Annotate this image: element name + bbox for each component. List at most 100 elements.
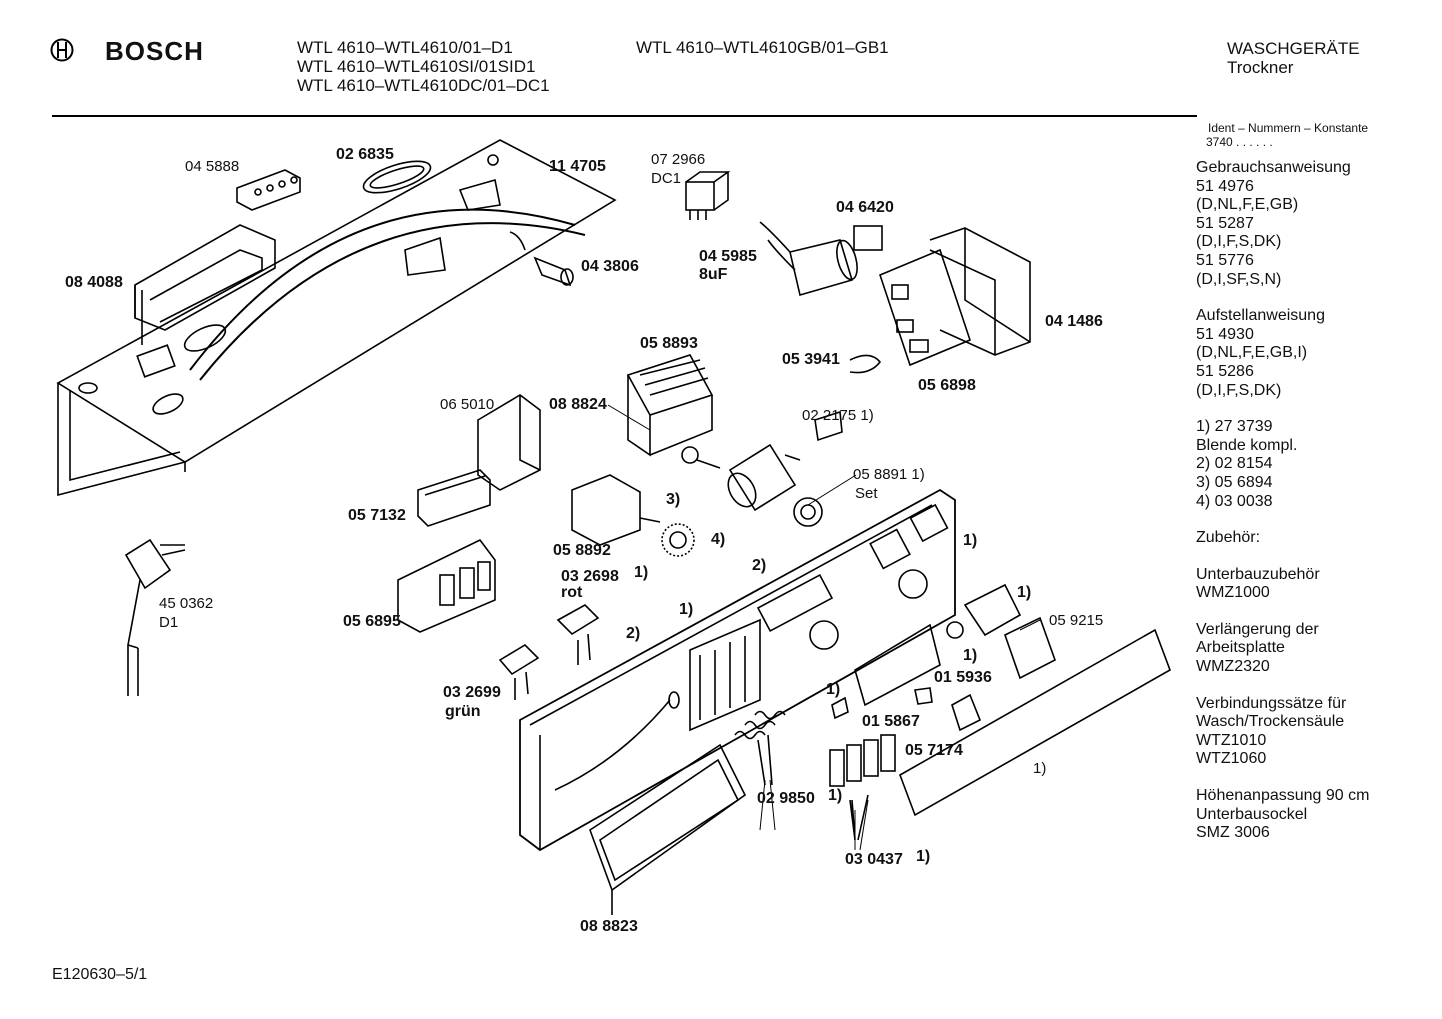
label-043806: 04 3806	[581, 258, 639, 275]
springs-029850	[734, 710, 786, 786]
label-058892: 05 8892	[553, 542, 611, 559]
label-8uf: 8uF	[699, 266, 728, 283]
label-056895: 05 6895	[343, 613, 401, 630]
gasket-026835	[362, 160, 432, 194]
sidebar: Ident – Nummern – Konstante 3740 . . . .…	[1196, 121, 1369, 861]
label-015936: 01 5936	[934, 669, 992, 686]
block-line: 51 5287	[1196, 214, 1254, 232]
label-065010: 06 5010	[440, 396, 495, 413]
zubehoer-title: Zubehör:	[1196, 529, 1261, 547]
block-line: WMZ2320	[1196, 658, 1270, 676]
relay-032699	[498, 643, 540, 700]
note-1-d: 1)	[963, 647, 978, 664]
note-2a: 2)	[752, 557, 767, 574]
block-line: Arbeitsplatte	[1196, 639, 1285, 657]
label-032699: 03 2699	[443, 684, 501, 701]
block-line: (D,I,F,S,DK)	[1196, 233, 1282, 251]
note-1-h: 1)	[916, 848, 931, 865]
label-045985: 04 5985	[699, 248, 757, 265]
brand-name: BOSCH	[105, 36, 204, 66]
block-line: (D,I,SF,S,N)	[1196, 270, 1282, 288]
block-line: WTZ1010	[1196, 731, 1267, 749]
block-line: WMZ1000	[1196, 584, 1270, 602]
model-line-middle: WTL 4610–WTL4610GB/01–GB1	[636, 38, 889, 57]
header-divider	[52, 115, 1197, 117]
block-line: Unterbausockel	[1196, 805, 1308, 823]
note-line: 4) 03 0038	[1196, 492, 1273, 510]
block-line: 51 4930	[1196, 325, 1254, 343]
block-title: Verlängerung der	[1196, 620, 1319, 638]
label-058893: 05 8893	[640, 335, 698, 352]
label-059215: 05 9215	[1049, 612, 1104, 629]
label-015867: 01 5867	[862, 713, 920, 730]
note-1-panel: 1)	[963, 532, 978, 549]
block-line: SMZ 3006	[1196, 824, 1270, 842]
note-3: 3)	[666, 491, 681, 508]
part-022175	[814, 410, 843, 442]
note-2b: 2)	[626, 625, 641, 642]
label-114705: 11 4705	[549, 158, 606, 175]
block-line: 51 5776	[1196, 251, 1254, 269]
label-053941: 05 3941	[782, 351, 840, 368]
block-line: (D,NL,F,E,GB)	[1196, 196, 1299, 214]
relay-072966	[685, 171, 731, 220]
note-line: Blende kompl.	[1196, 436, 1298, 454]
relay-block-056895	[397, 538, 496, 633]
note-1-c: 1)	[1017, 584, 1032, 601]
top-frame	[56, 139, 617, 497]
plug-450362	[124, 538, 186, 696]
note-1-f: 1)	[1033, 760, 1047, 777]
label-046420: 04 6420	[836, 199, 894, 216]
label-rot: rot	[561, 584, 583, 601]
label-041486: 04 1486	[1045, 313, 1103, 330]
note-line: 3) 05 6894	[1196, 473, 1273, 491]
switch-058892	[571, 474, 661, 546]
label-057132: 05 7132	[348, 507, 406, 524]
connector-045888	[236, 169, 301, 211]
cable-053941	[849, 354, 882, 374]
model-line: WTL 4610–WTL4610DC/01–DC1	[297, 76, 550, 95]
block-line: 51 4976	[1196, 177, 1254, 195]
block-title: Unterbauzubehör	[1196, 565, 1320, 583]
block-line: 51 5286	[1196, 362, 1254, 380]
label-set: Set	[855, 485, 878, 502]
label-056898: 05 6898	[918, 377, 976, 394]
pcb-056898	[879, 248, 971, 367]
label-450362: 45 0362	[159, 595, 214, 612]
block-line: (D,I,F,S,DK)	[1196, 381, 1282, 399]
block-line: Wasch/Trockensäule	[1196, 713, 1345, 731]
connector-057132	[417, 469, 491, 527]
label-084088: 08 4088	[65, 274, 123, 291]
block-line: (D,NL,F,E,GB,I)	[1196, 344, 1308, 362]
label-045888: 04 5888	[185, 158, 240, 175]
block-title: Gebrauchsanweisung	[1196, 159, 1351, 176]
note-4: 4)	[711, 531, 726, 548]
verlaengerung-block: Verlängerung der Arbeitsplatte WMZ2320	[1196, 621, 1369, 677]
subcategory: Trockner	[1227, 58, 1294, 77]
control-panel	[519, 488, 956, 852]
relay-032698	[556, 604, 600, 665]
display-window	[854, 623, 941, 707]
switch-065010	[477, 394, 541, 491]
front-strip	[899, 628, 1171, 817]
aufstell-block: Aufstellanweisung 51 4930 (D,NL,F,E,GB,I…	[1196, 307, 1369, 400]
label-058891: 05 8891 1)	[853, 466, 925, 483]
label-088823: 08 8823	[580, 918, 638, 935]
filter-088823	[589, 743, 747, 915]
label-032698: 03 2698	[561, 568, 619, 585]
note-line: 2) 02 8154	[1196, 455, 1273, 473]
switch-046420	[853, 225, 883, 251]
model-list-left: WTL 4610–WTL4610/01–D1 WTL 4610–WTL4610S…	[297, 38, 550, 95]
note-1-g: 1)	[828, 787, 843, 804]
ident-value: 3740 . . . . . .	[1206, 135, 1273, 149]
block-title: Verbindungssätze für	[1196, 694, 1347, 712]
verbindung-block: Verbindungssätze für Wasch/Trockensäule …	[1196, 695, 1369, 769]
hoehen-block: Höhenanpassung 90 cm Unterbausockel SMZ …	[1196, 787, 1369, 843]
label-gruen: grün	[445, 703, 481, 720]
model-line: WTL 4610–WTL4610/01–D1	[297, 38, 513, 57]
note-1-b: 1)	[679, 601, 694, 618]
bracket-084088	[134, 224, 276, 345]
label-072966: 07 2966	[651, 151, 706, 168]
unterbau-block: Unterbauzubehör WMZ1000	[1196, 566, 1369, 603]
